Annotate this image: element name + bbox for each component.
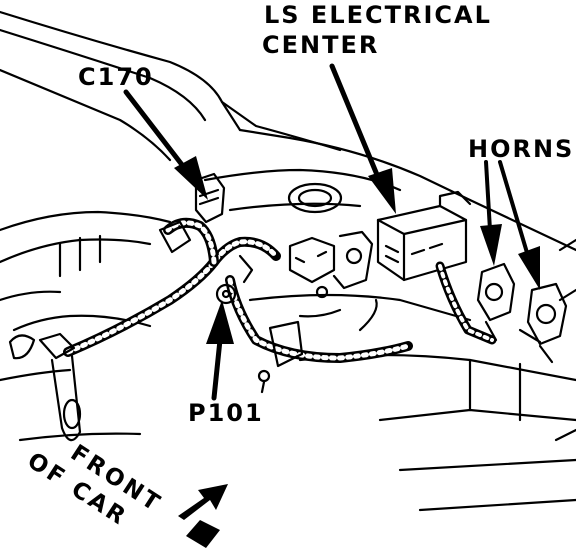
arrow-c170 [123,89,208,200]
horn-right [518,282,568,364]
arrow-horns-left [480,160,502,266]
ls-electrical-center [376,190,472,282]
label-p101: P101 [188,399,264,427]
horn-left [476,262,516,342]
arrow-front-of-car [178,484,228,548]
label-horns: HORNS [468,135,575,163]
label-ls-electrical-center-line2: CENTER [262,31,380,59]
relay-bracket [288,230,374,299]
fender-outline [0,210,172,442]
arrow-ls-electrical-center [329,63,396,214]
p101-fitting [215,254,254,305]
arrow-horns-right [498,160,540,290]
arrow-p101 [206,300,234,401]
label-c170: C170 [78,63,154,91]
label-ls-electrical-center-line1: LS ELECTRICAL [264,1,492,29]
wiring-harness [63,217,497,363]
ground-strap [8,332,82,442]
round-access-port [287,182,343,214]
harness-clip [257,320,304,394]
